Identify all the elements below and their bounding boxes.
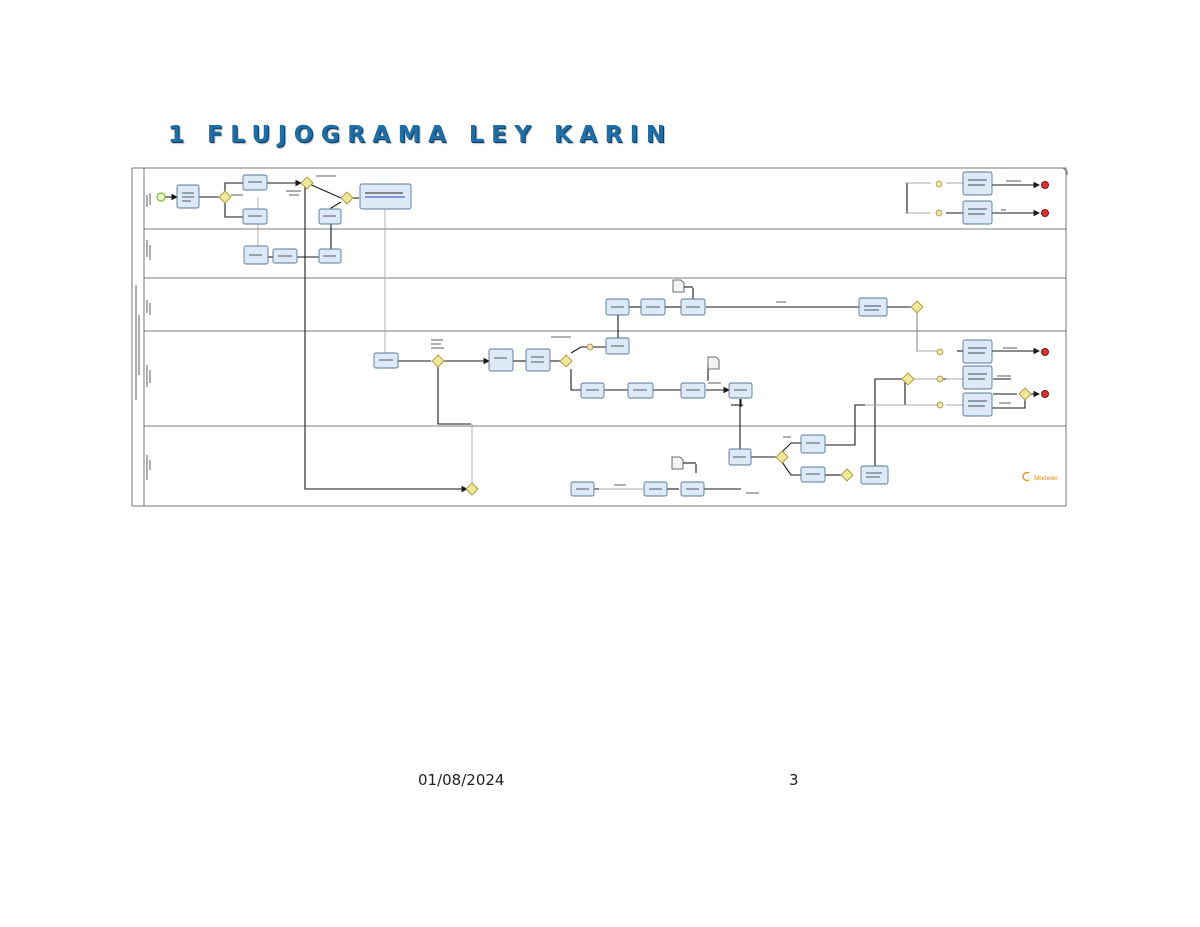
task: [962, 392, 993, 417]
task: [318, 208, 342, 225]
modeler-watermark: Modeler: [1022, 471, 1058, 482]
task: [243, 245, 269, 265]
task: [728, 448, 752, 466]
lane-headers: [135, 193, 151, 480]
task: [373, 352, 399, 369]
task: [242, 174, 268, 191]
task: [580, 382, 605, 399]
footer-date: 01/08/2024: [418, 771, 505, 789]
task: [318, 248, 342, 264]
task: [860, 465, 889, 485]
task: [605, 337, 630, 355]
task: [962, 171, 993, 196]
task: [488, 348, 514, 372]
task: [728, 382, 753, 399]
end-events: [1041, 181, 1049, 398]
task: [640, 298, 666, 316]
task: [525, 348, 551, 372]
task: [680, 382, 706, 399]
process-flowchart: Modeler: [131, 167, 1068, 507]
intermediate-events: [586, 180, 944, 409]
pool-frame: [131, 167, 1068, 507]
task: [962, 200, 993, 225]
task: [800, 434, 826, 454]
task: [962, 339, 993, 364]
footer-page-number: 3: [789, 771, 799, 789]
task: [627, 382, 654, 399]
gateways: [218, 176, 1032, 496]
sequence-flows: [165, 179, 1041, 493]
svg-text:Modeler: Modeler: [1034, 475, 1058, 482]
page-title: 1 FLUJOGRAMA LEY KARIN: [168, 122, 673, 148]
data-objects: [671, 279, 720, 470]
task: [176, 184, 200, 209]
task: [643, 481, 668, 497]
task: [242, 208, 268, 225]
info-link-box: [359, 183, 412, 210]
task: [800, 466, 826, 483]
task: [272, 248, 298, 264]
task: [858, 297, 888, 317]
flow-labels: [231, 175, 1021, 494]
task: [680, 481, 705, 497]
tasks: [176, 171, 993, 497]
task: [680, 298, 706, 316]
task: [605, 298, 630, 316]
task: [570, 481, 595, 497]
task: [962, 365, 993, 390]
association-flows: [257, 182, 963, 490]
start-event: [156, 192, 166, 202]
